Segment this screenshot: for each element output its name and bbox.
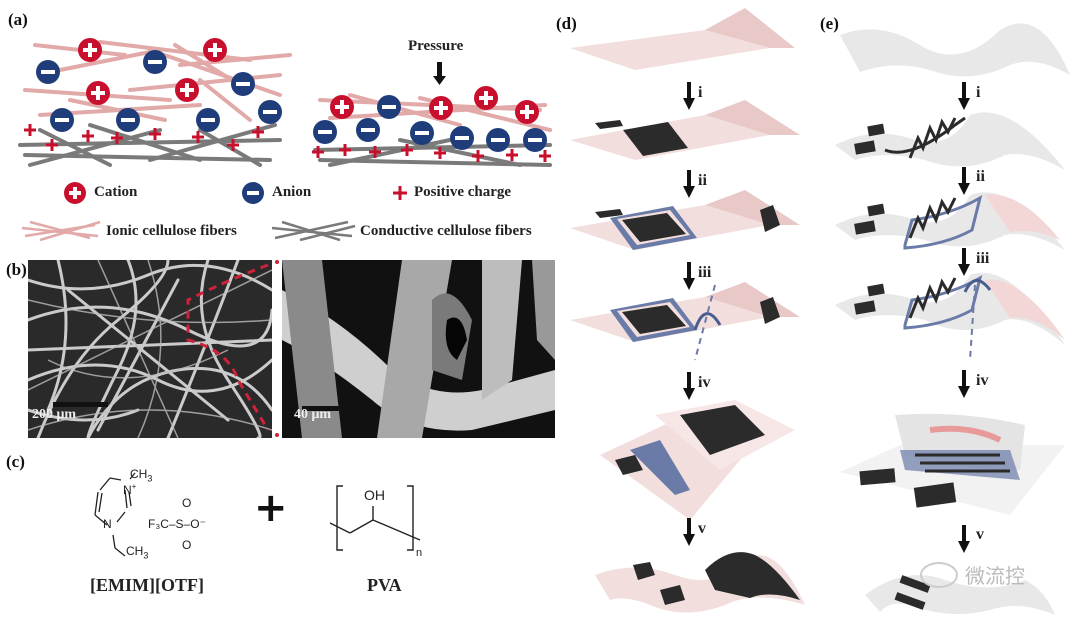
d-step-v: v	[698, 520, 706, 537]
panel-a-diagram	[18, 38, 552, 242]
e-substrate-frame	[835, 192, 1065, 250]
d-step-iii: iii	[698, 264, 712, 281]
n-plus-charge: +	[131, 482, 137, 491]
e-arrow-iii-icon	[958, 248, 970, 276]
e-step-ii: ii	[976, 168, 985, 185]
sem-image-low-mag	[28, 260, 272, 438]
n-plus-atom: N	[123, 483, 132, 497]
triflate-o-bottom: O	[182, 538, 192, 552]
d-arrow-iii-icon	[683, 262, 695, 290]
d-step-i: i	[698, 84, 703, 101]
watermark-text: 微流控	[965, 564, 1025, 588]
positive-charges-right	[312, 144, 551, 162]
pressure-label: Pressure	[408, 38, 464, 54]
cations-left	[78, 38, 227, 105]
legend-positive-charge-label: Positive charge	[414, 184, 512, 200]
e-step-iv: iv	[976, 372, 989, 389]
e-step-iii: iii	[976, 250, 990, 267]
emim-n-plus: N+	[123, 482, 136, 497]
methyl-sub: 3	[147, 473, 153, 484]
d-arrow-v-icon	[683, 518, 695, 546]
scale-bar-label-left: 200 μm	[32, 407, 77, 422]
d-arrow-iv-icon	[683, 372, 695, 400]
conductive-fibers-right	[313, 138, 552, 167]
pva-structure	[329, 485, 421, 551]
triflate-formula: F₃C–S–O⁻	[148, 517, 206, 531]
wechat-logo-icon	[920, 562, 958, 588]
d-substrate-blank	[570, 8, 795, 70]
legend-conductive-fibers-icon	[271, 220, 356, 242]
ethyl-text: CH	[126, 544, 144, 558]
legend-cation-icon	[64, 182, 86, 204]
emim-methyl: CH3	[130, 467, 152, 483]
pva-name: PVA	[367, 575, 402, 595]
plus-sign: +	[254, 485, 288, 531]
sem-zoom-marker-bottom	[275, 433, 279, 437]
anions-left	[36, 50, 282, 132]
panel-a-label: (a)	[8, 10, 28, 29]
triflate-o-top: O	[182, 496, 192, 510]
emim-otf-name: [EMIM][OTF]	[90, 575, 204, 595]
d-step-iv: iv	[698, 374, 711, 391]
panel-e-diagram	[835, 23, 1070, 615]
legend-positive-charge-icon	[393, 186, 407, 200]
pressure-arrow-icon	[433, 62, 446, 85]
panel-e-label: (e)	[820, 14, 839, 33]
emim-n: N	[103, 517, 112, 531]
e-arrow-i-icon	[958, 82, 970, 110]
scale-bar-label-right: 40 μm	[294, 407, 332, 422]
pva-oh: OH	[364, 487, 385, 503]
e-substrate-folded	[840, 413, 1065, 515]
e-arrow-ii-icon	[958, 167, 970, 195]
d-substrate-bent	[595, 552, 805, 613]
e-substrate-blank	[840, 23, 1070, 77]
d-substrate-folded	[600, 400, 795, 520]
emim-structure	[94, 472, 136, 557]
methyl-text: CH	[130, 467, 148, 481]
d-substrate-fold	[570, 282, 800, 361]
legend-cation-label: Cation	[94, 184, 138, 200]
legend-ionic-fibers-label: Ionic cellulose fibers	[106, 223, 237, 239]
e-arrow-v-icon	[958, 525, 970, 553]
e-substrate-pattern	[835, 112, 1065, 170]
cations-right	[330, 86, 539, 124]
pva-subscript-n: n	[416, 547, 423, 559]
legend-ionic-fibers-icon	[21, 220, 101, 242]
panel-c-label: (c)	[6, 452, 25, 471]
panel-d-label: (d)	[556, 14, 577, 33]
e-step-v: v	[976, 526, 984, 543]
legend-conductive-fibers-label: Conductive cellulose fibers	[360, 223, 532, 239]
panel-d-diagram	[570, 8, 805, 613]
e-arrow-iv-icon	[958, 370, 970, 398]
anions-right	[313, 95, 547, 152]
d-arrow-i-icon	[683, 82, 695, 110]
legend-anion-label: Anion	[272, 184, 312, 200]
d-substrate-frame	[570, 190, 800, 250]
d-arrow-ii-icon	[683, 170, 695, 198]
ethyl-sub: 3	[143, 550, 149, 561]
emim-ethyl: CH3	[126, 544, 148, 560]
e-substrate-bent	[865, 575, 1055, 615]
sem-image-high-mag	[282, 260, 555, 438]
d-step-ii: ii	[698, 172, 707, 189]
d-substrate-electrode	[570, 100, 800, 160]
positive-charges-left	[24, 124, 264, 151]
panel-b-label: (b)	[6, 260, 27, 279]
legend-anion-icon	[242, 182, 264, 204]
e-substrate-fold	[835, 272, 1065, 361]
e-step-i: i	[976, 84, 981, 101]
sem-zoom-marker-top	[275, 260, 279, 264]
